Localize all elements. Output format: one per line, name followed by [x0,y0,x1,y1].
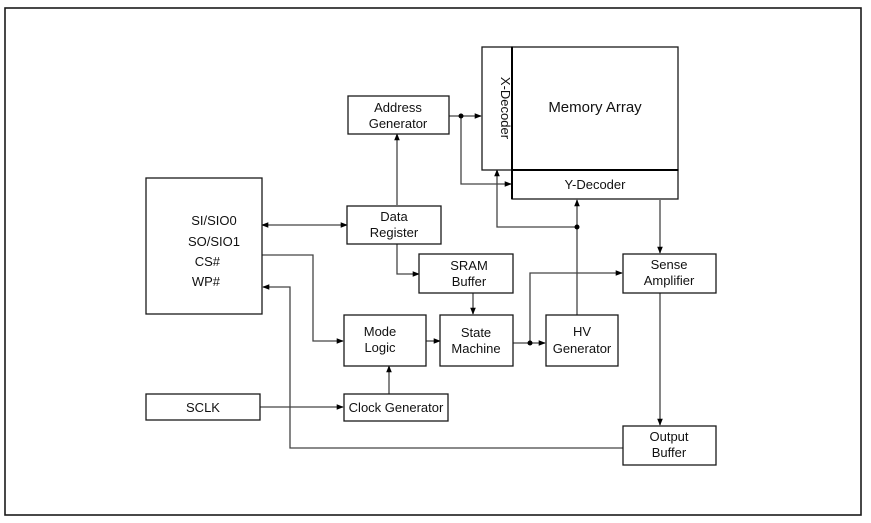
wires [260,113,663,449]
pin-so-sio1: SO/SIO1 [188,234,240,249]
state-machine-block: State Machine [439,314,514,367]
sram-buffer-line1: SRAM [450,258,488,273]
y-decoder-block: Y-Decoder [511,169,679,200]
sclk-label: SCLK [186,400,220,415]
clock-generator-block: Clock Generator [343,393,449,422]
x-decoder-block: X-Decoder [481,46,513,171]
junction-dot [458,113,464,119]
sram-buffer-line2: Buffer [452,274,487,289]
sense-amplifier-line2: Amplifier [644,273,695,288]
x-decoder-label: X-Decoder [498,77,513,140]
junction-dot [527,340,533,346]
wire-data-register-sram-buffer [396,243,420,277]
output-buffer-line1: Output [649,429,688,444]
pin-cs: CS# [195,254,221,269]
wire-state-sense-amplifier [529,270,623,343]
memory-array-label: Memory Array [548,99,642,116]
memory-array-block: Memory Array [511,46,679,171]
io-pins-block: SI/SIO0 SO/SIO1 CS# WP# [145,177,263,315]
data-register-line1: Data [380,209,408,224]
wire-output-buffer-io [262,284,623,449]
output-buffer-line2: Buffer [652,445,687,460]
wire-hv-x-decoder [494,169,577,228]
hv-generator-block: HV Generator [545,314,619,367]
mode-logic-line1: Mode [364,324,397,339]
data-register-block: Data Register [346,205,442,245]
mode-logic-block: Mode Logic [343,314,427,367]
address-generator-line2: Generator [369,116,428,131]
pin-wp: WP# [192,274,221,289]
address-generator-line1: Address [374,100,422,115]
sense-amplifier-line1: Sense [651,257,688,272]
state-machine-line1: State [461,325,491,340]
clock-generator-label: Clock Generator [349,400,444,415]
state-machine-line2: Machine [451,341,500,356]
hv-generator-line1: HV [573,324,591,339]
address-generator-block: Address Generator [347,95,450,135]
wire-address-y-decoder [460,116,512,187]
output-buffer-block: Output Buffer [622,425,717,466]
data-register-line2: Register [370,225,419,240]
wire-io-mode-logic [262,254,344,344]
sclk-block: SCLK [145,393,261,421]
y-decoder-label: Y-Decoder [565,177,627,192]
sense-amplifier-block: Sense Amplifier [622,253,717,294]
hv-generator-line2: Generator [553,341,612,356]
mode-logic-line2: Logic [364,340,396,355]
junction-dot [574,224,580,230]
sram-buffer-block: SRAM Buffer [418,253,514,294]
pin-si-sio0: SI/SIO0 [191,213,237,228]
